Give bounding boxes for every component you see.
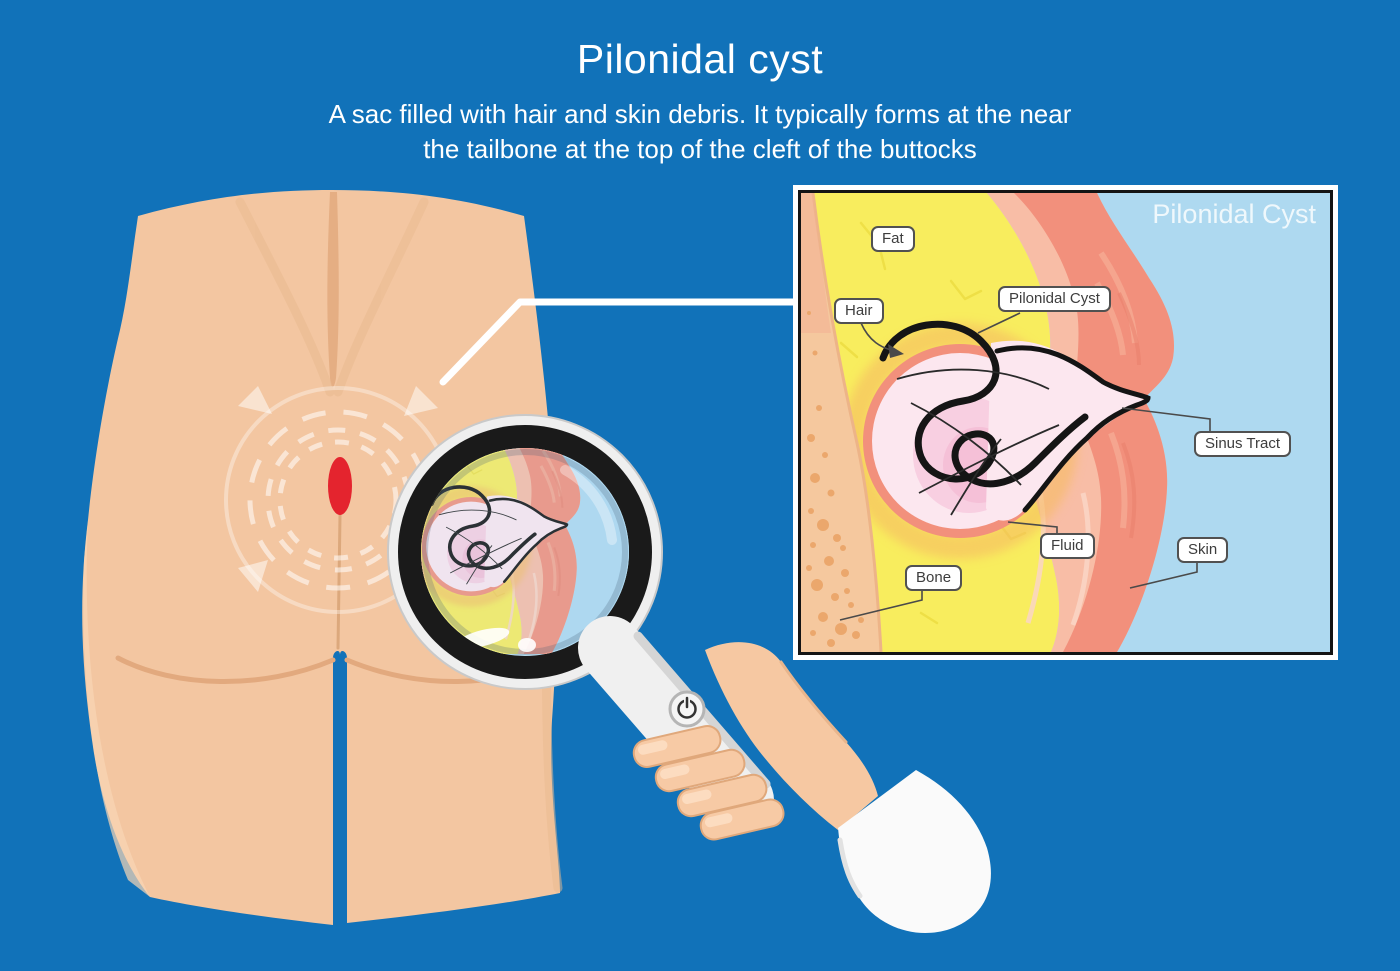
sleeve-cuff bbox=[838, 770, 991, 933]
fat-label: Fat bbox=[871, 226, 915, 252]
label-lead-lines bbox=[839, 312, 1211, 621]
bone-lead-line bbox=[839, 591, 923, 621]
left-hip-highlight bbox=[83, 520, 150, 897]
hair-arrowhead bbox=[888, 344, 904, 358]
inset-title: Pilonidal Cyst bbox=[1152, 199, 1316, 229]
cyst-site-mark bbox=[328, 457, 352, 515]
inset-panel-frame: Pilonidal Cyst Fat Hair Pilonidal Cyst S… bbox=[798, 190, 1333, 655]
pilonidal-cyst-lead-line bbox=[977, 312, 1021, 334]
finger bbox=[654, 748, 746, 793]
lens-content bbox=[421, 448, 629, 656]
sinus-tract-label: Sinus Tract bbox=[1194, 431, 1292, 457]
rotation-arrow-bottom-left bbox=[238, 560, 268, 592]
rotation-arrow-top-left bbox=[238, 386, 272, 414]
page-title: Pilonidal cyst bbox=[576, 36, 824, 82]
pilonidal-cyst-label: Pilonidal Cyst bbox=[998, 286, 1111, 312]
hand bbox=[705, 642, 991, 933]
sleeve-shading bbox=[837, 837, 863, 899]
palm-and-thumb bbox=[705, 642, 878, 830]
glass-inner-shadow bbox=[422, 449, 628, 655]
motion-circle-dashed-3 bbox=[277, 439, 399, 561]
inset-panel: Pilonidal Cyst Fat Hair Pilonidal Cyst S… bbox=[793, 185, 1338, 660]
skin-label: Skin bbox=[1177, 537, 1229, 563]
thumb-edge-shading bbox=[779, 660, 848, 744]
back-crease bbox=[327, 192, 339, 387]
magnifying-glass bbox=[387, 414, 991, 933]
fluid-lead-line bbox=[1007, 521, 1058, 533]
bone-label: Bone bbox=[905, 565, 963, 591]
rotation-arrow-top-right bbox=[404, 386, 438, 416]
finger bbox=[699, 798, 785, 841]
cross-section-view bbox=[801, 193, 1330, 652]
sinus-tract-lead-line bbox=[1121, 407, 1211, 431]
fingers bbox=[632, 725, 785, 841]
skin-lead-line bbox=[1129, 562, 1198, 589]
connector-line bbox=[439, 298, 810, 386]
subtitle-line-1: A sac filled with hair and skin debris. … bbox=[328, 99, 1072, 129]
header: Pilonidal cyst A sac filled with hair an… bbox=[0, 36, 1400, 167]
cheek-crease-left bbox=[115, 655, 336, 684]
finger bbox=[632, 725, 722, 768]
fluid-label: Fluid bbox=[1040, 533, 1095, 559]
buttocks-shape bbox=[82, 190, 561, 925]
power-button-icon bbox=[668, 690, 706, 728]
subtitle-line-2: the tailbone at the top of the cleft of … bbox=[423, 134, 977, 164]
hair-label: Hair bbox=[834, 298, 884, 324]
buttocks bbox=[82, 190, 563, 925]
cleft-line bbox=[336, 514, 342, 650]
